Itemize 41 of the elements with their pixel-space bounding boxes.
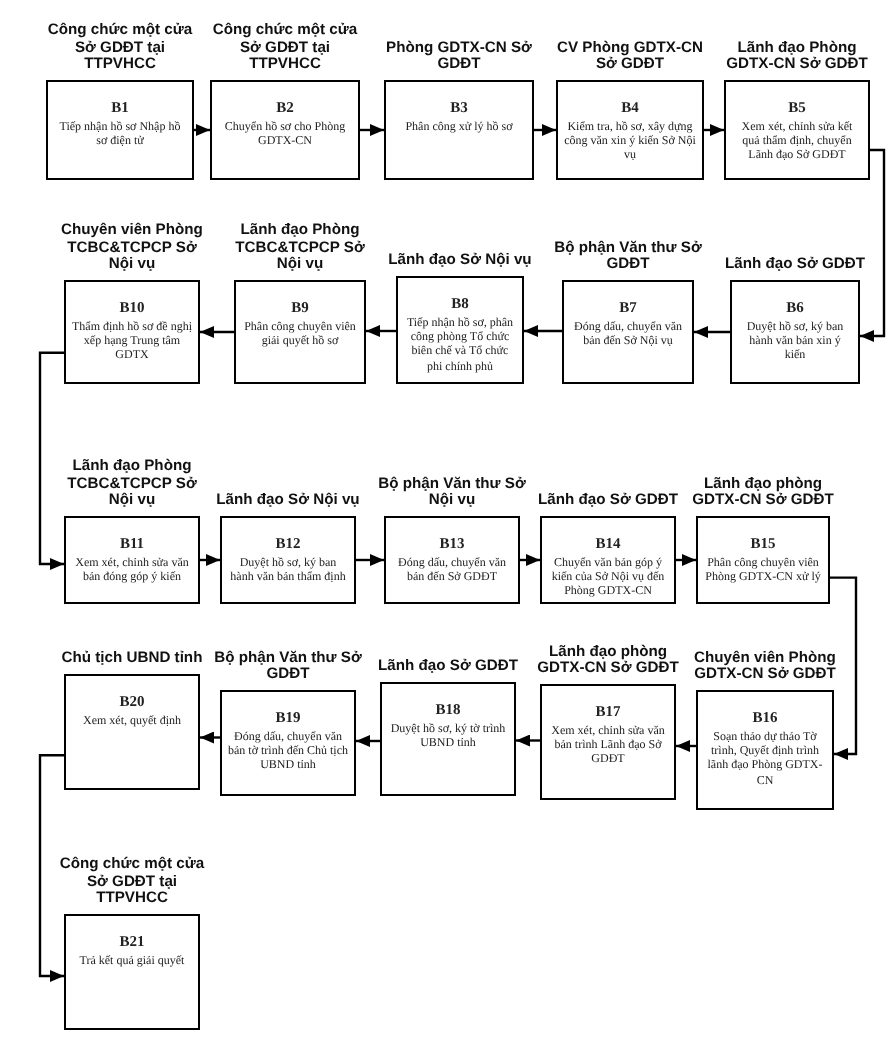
arrow: [200, 731, 220, 744]
arrow: [356, 554, 384, 566]
process-box: [540, 684, 676, 800]
process-box: [46, 80, 194, 180]
process-box: [220, 516, 356, 604]
process-box: [730, 280, 860, 384]
process-box: [696, 690, 834, 810]
arrow: [366, 325, 396, 337]
arrow: [356, 735, 380, 747]
arrow: [200, 326, 234, 338]
arrow: [534, 124, 556, 136]
arrow: [676, 554, 696, 566]
arrow: [676, 740, 696, 752]
process-box: [234, 280, 366, 384]
process-box: [384, 80, 534, 180]
process-box: [396, 276, 524, 384]
process-box: [384, 516, 520, 604]
arrow: [704, 124, 724, 136]
process-box: [210, 80, 360, 180]
process-box: [562, 280, 694, 384]
arrow: [38, 351, 64, 570]
process-box: [540, 516, 676, 604]
arrow: [694, 326, 730, 338]
arrow: [524, 325, 562, 337]
arrow: [860, 148, 886, 342]
arrow: [38, 754, 64, 982]
process-box: [380, 682, 516, 796]
process-box: [696, 516, 830, 604]
arrow: [360, 124, 384, 136]
arrow: [516, 734, 540, 747]
arrow: [194, 124, 210, 136]
process-box: [64, 516, 200, 604]
process-box: [64, 674, 200, 790]
process-box: [64, 914, 200, 1030]
process-box: [724, 80, 870, 180]
process-box: [556, 80, 704, 180]
process-box: [220, 690, 356, 796]
arrow: [200, 554, 220, 566]
process-box: [64, 280, 200, 384]
arrow: [520, 554, 540, 566]
arrow: [830, 576, 858, 760]
